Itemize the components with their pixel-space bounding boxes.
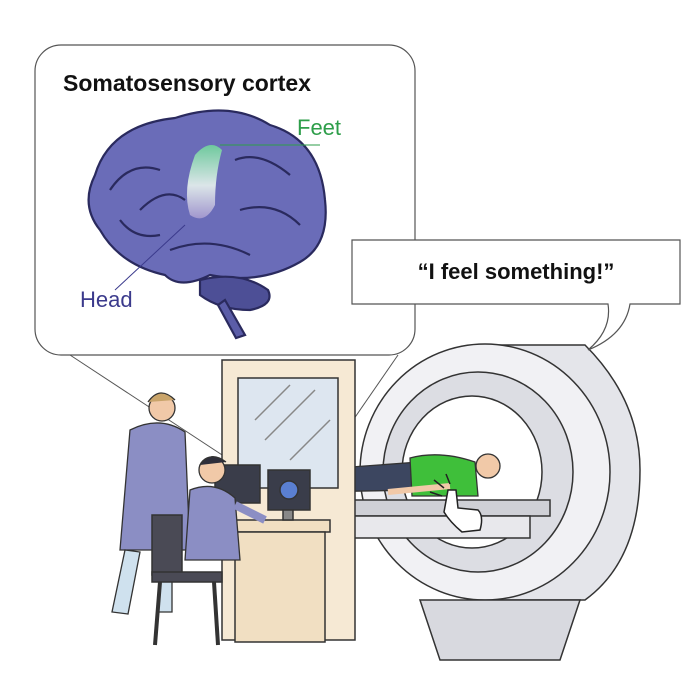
speech-bubble bbox=[351, 239, 681, 351]
scanner-bed bbox=[329, 499, 551, 539]
speech-text: “I feel something!” bbox=[417, 259, 615, 284]
monitor bbox=[214, 464, 311, 521]
scientist-seated bbox=[184, 456, 267, 561]
brain-illustration bbox=[87, 109, 327, 340]
callout-title: Somatosensory cortex bbox=[63, 70, 311, 96]
desk bbox=[169, 519, 331, 643]
pointing-hand-icon bbox=[429, 473, 483, 533]
label-head: Head bbox=[80, 287, 133, 312]
chair bbox=[151, 514, 223, 646]
head-leader-line bbox=[114, 224, 186, 291]
label-feet: Feet bbox=[297, 115, 342, 140]
